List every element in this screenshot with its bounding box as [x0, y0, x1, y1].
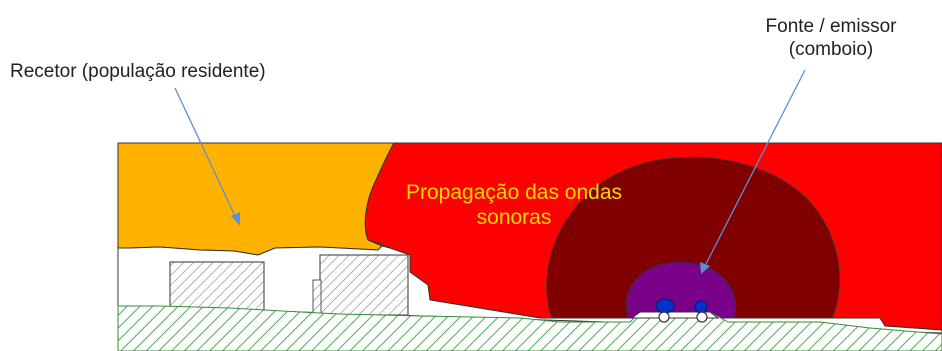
source-label: Fonte / emissor (comboio) [736, 15, 926, 61]
source-label-line2: (comboio) [788, 39, 874, 60]
building-right-annex [312, 279, 322, 315]
source-label-line1: Fonte / emissor [765, 16, 897, 37]
building-right [319, 254, 409, 316]
wheel-circle-right [696, 311, 708, 323]
outer-sound-wave [546, 156, 840, 319]
propagation-label-line2: sonoras [476, 206, 552, 229]
propagation-label: Propagação das ondas sonoras [404, 180, 624, 230]
inner-sound-wave [625, 261, 736, 319]
train-wheel-right [694, 300, 708, 314]
wheel-circle-left [658, 311, 670, 323]
source-arrow [700, 69, 806, 274]
receptor-label: Recetor (população residente) [10, 61, 266, 82]
train-source [655, 298, 708, 323]
receptor-arrow [174, 87, 240, 226]
receptor-zone [117, 142, 395, 256]
building-left [169, 261, 265, 311]
propagation-label-line1: Propagação das ondas [406, 181, 622, 204]
train-wheel-left [655, 298, 675, 314]
